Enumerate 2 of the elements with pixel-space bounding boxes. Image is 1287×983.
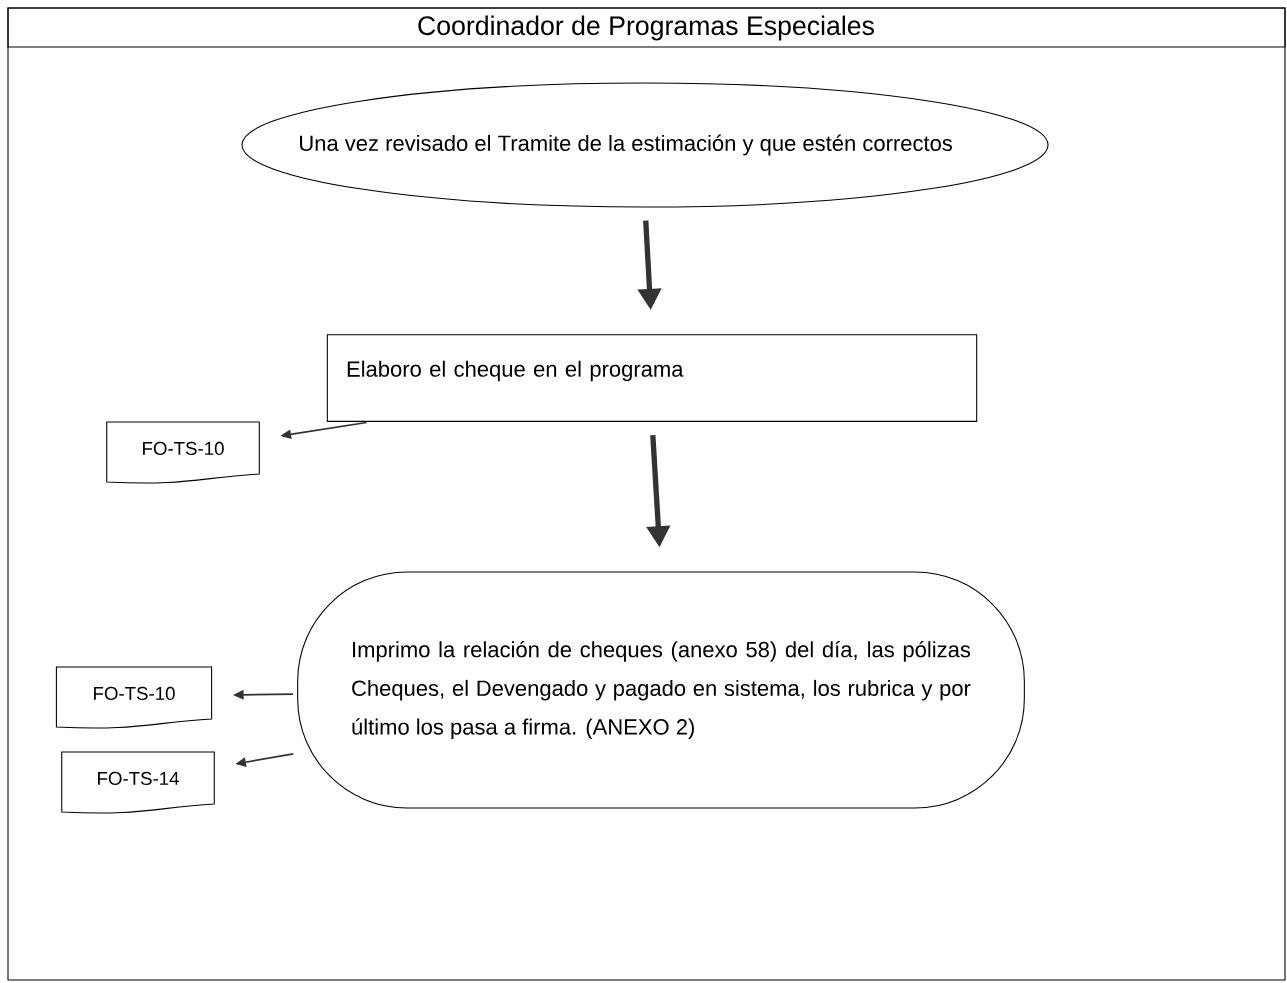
process-box: Elaboro el cheque en el programa	[326, 334, 978, 422]
header-band: Coordinador de Programas Especiales	[7, 7, 1286, 48]
